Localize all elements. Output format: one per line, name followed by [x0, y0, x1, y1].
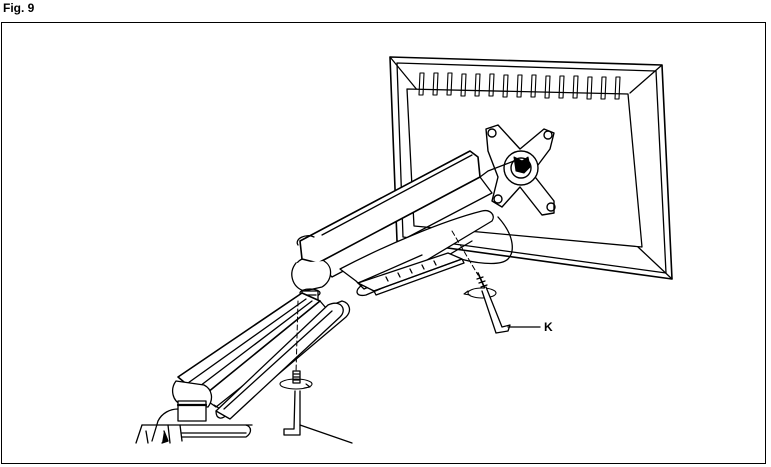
figure-title: Fig. 9: [3, 1, 35, 15]
callout-label-k: K: [544, 320, 553, 334]
cable-tray: [357, 252, 465, 296]
monitor-arm-illustration: K: [135, 56, 673, 444]
monitor-vent-slots: [418, 72, 621, 100]
shoulder-screw-assembly: [279, 300, 353, 444]
gas-spring-channel: [215, 302, 344, 420]
arm-cable: [453, 216, 513, 265]
arm-base-clamp: [135, 380, 253, 444]
vesa-screw-assembly: [451, 230, 541, 334]
illustration-frame: K: [1, 22, 766, 464]
vesa-mount-plate: [485, 124, 556, 216]
